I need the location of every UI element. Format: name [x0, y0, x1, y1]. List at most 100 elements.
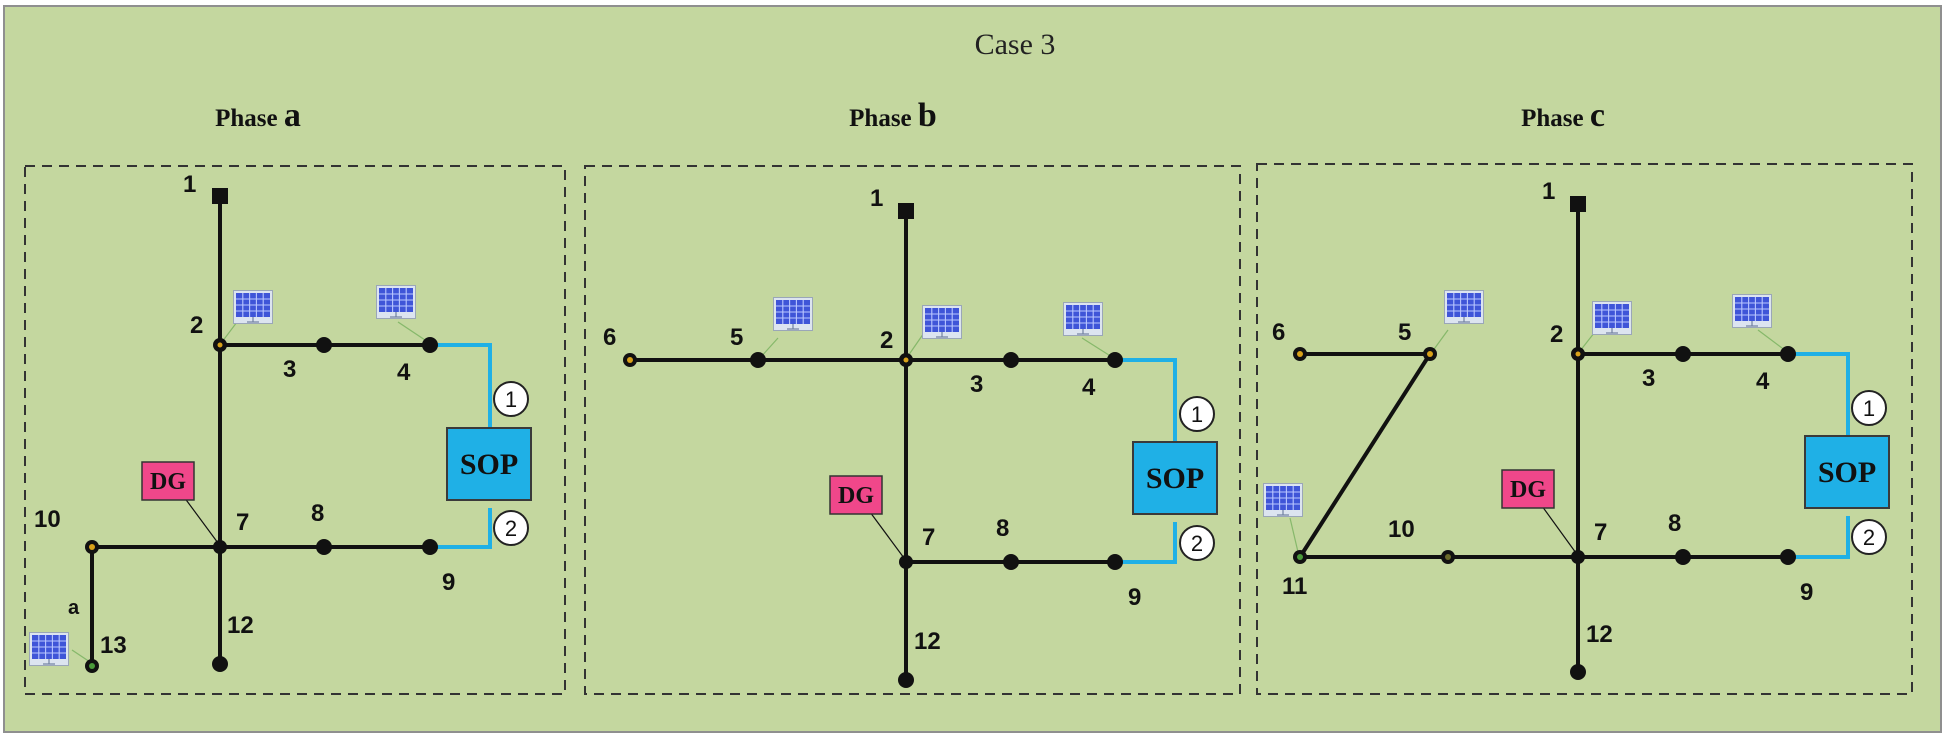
svg-text:2: 2	[505, 516, 517, 541]
label-3: 3	[970, 371, 983, 398]
sop-link-1	[1788, 352, 1850, 440]
sop-label: SOP	[1818, 456, 1876, 489]
label-4: 4	[397, 359, 411, 386]
node-1	[1570, 196, 1586, 212]
sop-box	[446, 427, 532, 501]
sop-link-2	[430, 508, 492, 549]
sop-label: SOP	[460, 448, 518, 481]
node-9	[1780, 549, 1796, 565]
node-8	[1675, 549, 1691, 565]
node-8	[1003, 554, 1019, 570]
node-3	[1003, 352, 1019, 368]
sop-link-1	[1115, 358, 1177, 446]
sop-port-2	[493, 510, 529, 546]
dg-label: DG	[150, 469, 186, 495]
label-9: 9	[1128, 584, 1141, 611]
pv-panel-icon	[28, 632, 70, 666]
sop-port-1	[1851, 390, 1887, 426]
label-3: 3	[1642, 365, 1655, 392]
node-12	[1570, 664, 1586, 680]
sop-link-2	[1115, 522, 1177, 564]
svg-text:1: 1	[505, 387, 517, 412]
pv-panel-icon	[1062, 302, 1104, 336]
node-12	[898, 672, 914, 688]
label-8: 8	[996, 515, 1009, 542]
label-3: 3	[283, 356, 296, 383]
node-9	[1107, 554, 1123, 570]
sop-port-2	[1179, 525, 1215, 561]
svg-text:2: 2	[1863, 525, 1875, 550]
phase-b-title: Phase b	[849, 97, 937, 134]
label-9: 9	[442, 569, 455, 596]
label-4: 4	[1082, 374, 1096, 401]
pv-panel-icon	[1443, 290, 1485, 324]
label-2: 2	[190, 312, 203, 339]
label-5: 5	[1398, 319, 1411, 346]
node-7	[213, 540, 227, 554]
label-9: 9	[1800, 579, 1813, 606]
dg-label: DG	[838, 483, 874, 509]
label-1: 1	[183, 171, 196, 198]
label-13: 13	[100, 632, 127, 659]
dg-box	[829, 475, 883, 515]
phase-b-panel: Phase b SOP 1 2 DG 1 2	[584, 97, 1241, 695]
sop-label: SOP	[1146, 462, 1204, 495]
pv-panel-icon	[232, 290, 274, 324]
node-3	[1675, 346, 1691, 362]
node-12	[212, 656, 228, 672]
node-7	[1571, 550, 1585, 564]
label-5: 5	[730, 324, 743, 351]
dg-leader	[1541, 505, 1577, 554]
label-7: 7	[236, 509, 249, 536]
label-11: 11	[1282, 573, 1307, 600]
label-4: 4	[1756, 368, 1770, 395]
node-7	[899, 555, 913, 569]
phase-a-panel: Phase a SOP 1 2 DG	[24, 97, 566, 695]
diagram-background	[3, 5, 1942, 733]
pv-panel-icon	[375, 285, 417, 319]
svg-text:1: 1	[1191, 402, 1203, 427]
sop-link-1	[430, 343, 492, 432]
node-3	[316, 337, 332, 353]
dg-leader	[183, 496, 219, 544]
phase-a-boundary	[24, 165, 566, 695]
pv-panel-icon	[1262, 483, 1304, 517]
label-7: 7	[1594, 519, 1607, 546]
label-8: 8	[1668, 510, 1681, 537]
phase-c-title: Phase c	[1521, 97, 1605, 134]
label-6: 6	[603, 324, 616, 351]
pv-panel-icon	[1591, 301, 1633, 335]
phase-a-title: Phase a	[215, 97, 301, 134]
sop-box	[1132, 441, 1218, 515]
dg-label: DG	[1510, 477, 1546, 503]
diagram-title: Case 3	[975, 28, 1056, 61]
node-5	[750, 352, 766, 368]
dg-box	[1501, 469, 1555, 509]
svg-text:2: 2	[1191, 531, 1203, 556]
phase-c-boundary	[1256, 163, 1913, 695]
dg-leader	[869, 511, 905, 559]
label-12: 12	[1586, 621, 1613, 648]
phase-b-boundary	[584, 165, 1241, 695]
label-6: 6	[1272, 319, 1285, 346]
label-7: 7	[922, 524, 935, 551]
label-1: 1	[870, 185, 883, 212]
sop-box	[1804, 435, 1890, 509]
label-2: 2	[1550, 321, 1563, 348]
label-12: 12	[227, 612, 254, 639]
sop-port-2	[1851, 519, 1887, 555]
node-1	[898, 203, 914, 219]
sop-port-1	[493, 381, 529, 417]
pv-panel-icon	[772, 297, 814, 331]
label-10: 10	[34, 506, 61, 533]
node-4	[1780, 346, 1796, 362]
phase-c-panel: Phase c SOP 1 2 DG	[1256, 97, 1913, 695]
node-1	[212, 188, 228, 204]
node-4	[422, 337, 438, 353]
node-8	[316, 539, 332, 555]
pv-panel-icon	[1731, 294, 1773, 328]
sop-link-2	[1788, 516, 1850, 559]
label-12: 12	[914, 628, 941, 655]
node-4	[1107, 352, 1123, 368]
